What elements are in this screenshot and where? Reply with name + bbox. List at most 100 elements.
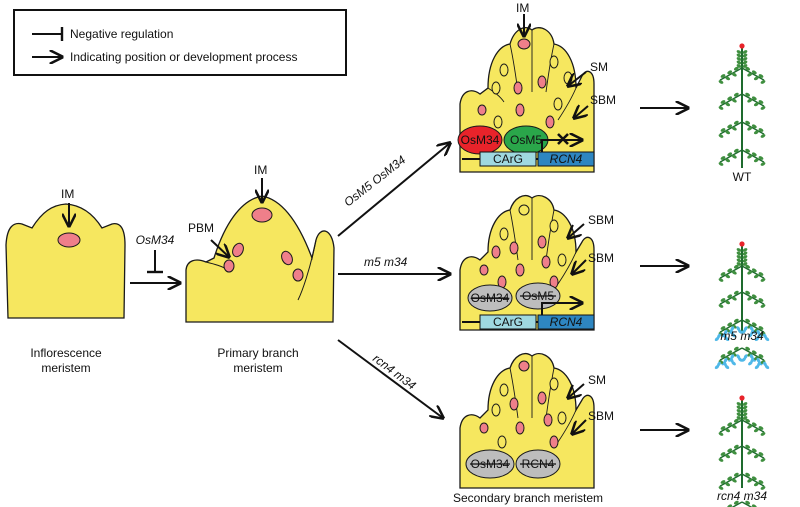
pbm-arrow-icon: [210, 239, 229, 257]
spikelet: [727, 322, 733, 327]
spikelet: [731, 72, 737, 77]
inflorescence-caption-2: meristem: [41, 361, 90, 375]
spikelet: [727, 268, 733, 273]
wt-im-label: IM: [516, 1, 529, 15]
primary-im-cell: [251, 207, 273, 223]
panicle-tip: [739, 395, 745, 401]
secondary-meristem-rcn4m34: SM SBM OsM34 RCN4: [459, 353, 614, 489]
spikelet: [720, 272, 726, 276]
spikelet: [751, 350, 757, 355]
spikelet: [753, 274, 759, 279]
spikelet: [733, 444, 739, 449]
spikelet: [760, 80, 766, 84]
spikelet: [736, 53, 742, 58]
spikelet: [745, 148, 751, 153]
spikelet: [718, 458, 724, 462]
spikelet: [745, 418, 751, 423]
wt-rcn4-label: RCN4: [550, 152, 583, 166]
spikelet: [724, 364, 730, 370]
spikelet: [753, 482, 759, 487]
wt-blocked-icon: [557, 133, 569, 145]
spikelet: [747, 126, 753, 131]
spikelet: [725, 454, 731, 459]
m5m34-carg-label: CArG: [493, 315, 523, 329]
spikelet: [727, 152, 733, 157]
wt-sbm-arrow-icon: [574, 106, 589, 118]
wt-outcome-label: WT: [733, 170, 752, 184]
spikelet: [733, 472, 739, 477]
spikelet: [742, 409, 748, 413]
spikelet: [742, 248, 748, 252]
spikelet: [745, 318, 751, 323]
spikelet: [742, 416, 748, 420]
m5m34-sbm-arrow-icon: [572, 259, 587, 274]
panicle-wt: [718, 43, 766, 168]
spikelet: [720, 156, 726, 160]
osm34-regulator-label: OsM34: [136, 233, 175, 247]
spikelet: [736, 60, 742, 65]
spikelet: [720, 326, 726, 330]
spikelet: [751, 124, 757, 129]
spikelet: [724, 336, 730, 342]
spikelet: [751, 422, 757, 427]
m5m34-transcription-arrow-icon: [541, 303, 582, 315]
m5m34-path-label: m5 m34: [364, 255, 408, 269]
wt-protein-b-label: OsM5: [510, 133, 542, 147]
spikelet: [751, 476, 757, 481]
rcn4m34-sm-arrow-icon: [568, 383, 585, 398]
spikelet: [718, 106, 724, 110]
spikelet: [754, 336, 760, 342]
spikelet: [760, 458, 766, 462]
spikelet: [751, 70, 757, 75]
spikelet: [751, 152, 757, 157]
spikelet: [741, 357, 746, 362]
spikelet: [714, 336, 720, 342]
spikelet: [720, 100, 726, 104]
spikelet: [760, 432, 766, 436]
spikelet: [736, 412, 742, 417]
spikelet: [758, 272, 764, 276]
negative-regulation-icon: [32, 27, 64, 41]
spikelet: [736, 57, 742, 61]
spikelet: [727, 422, 733, 427]
m5m34-rcn4-label: RCN4: [550, 315, 583, 329]
wt-sm-label: SM: [590, 60, 608, 74]
spikelet: [727, 350, 733, 355]
spikelet: [733, 66, 739, 71]
spikelet: [720, 354, 726, 358]
spikelet: [714, 364, 720, 370]
spikelet: [760, 162, 766, 166]
spikelet: [727, 70, 733, 75]
spikelet: [727, 476, 733, 481]
branching-arrows: OsM5 OsM34 m5 m34 rcn4 m34: [337, 143, 450, 418]
legend-box: [13, 9, 347, 76]
spikelet: [753, 454, 759, 459]
m5m34-carg-box: [479, 314, 537, 330]
spikelet: [741, 329, 746, 334]
panicle-tip: [739, 43, 745, 49]
wt-carg-box: [479, 151, 537, 167]
primary-im-label: IM: [254, 163, 267, 177]
spikelet: [736, 255, 742, 259]
spikelet: [745, 346, 751, 351]
spikelet: [742, 53, 748, 58]
spikelet: [760, 304, 766, 308]
spikelet: [736, 50, 742, 54]
spikelet: [736, 64, 742, 68]
spikelet: [718, 278, 724, 282]
rcn4m34-sbm-label: SBM: [588, 409, 614, 423]
spikelet: [742, 50, 748, 54]
spikelet: [731, 154, 737, 159]
spikelet: [720, 298, 726, 302]
spikelet: [733, 92, 739, 97]
primary-caption-2: meristem: [233, 361, 282, 375]
spikelet: [731, 126, 737, 131]
spikelet: [745, 290, 751, 295]
spikelet: [720, 480, 726, 484]
m5m34-outcome-label: m5 m34: [720, 329, 764, 343]
inflorescence-meristem: IM Inflorescence meristem: [5, 187, 126, 375]
spikelet: [742, 402, 748, 406]
spikelet: [742, 262, 748, 266]
rcn4m34-outcome-label: rcn4 m34: [717, 489, 767, 503]
